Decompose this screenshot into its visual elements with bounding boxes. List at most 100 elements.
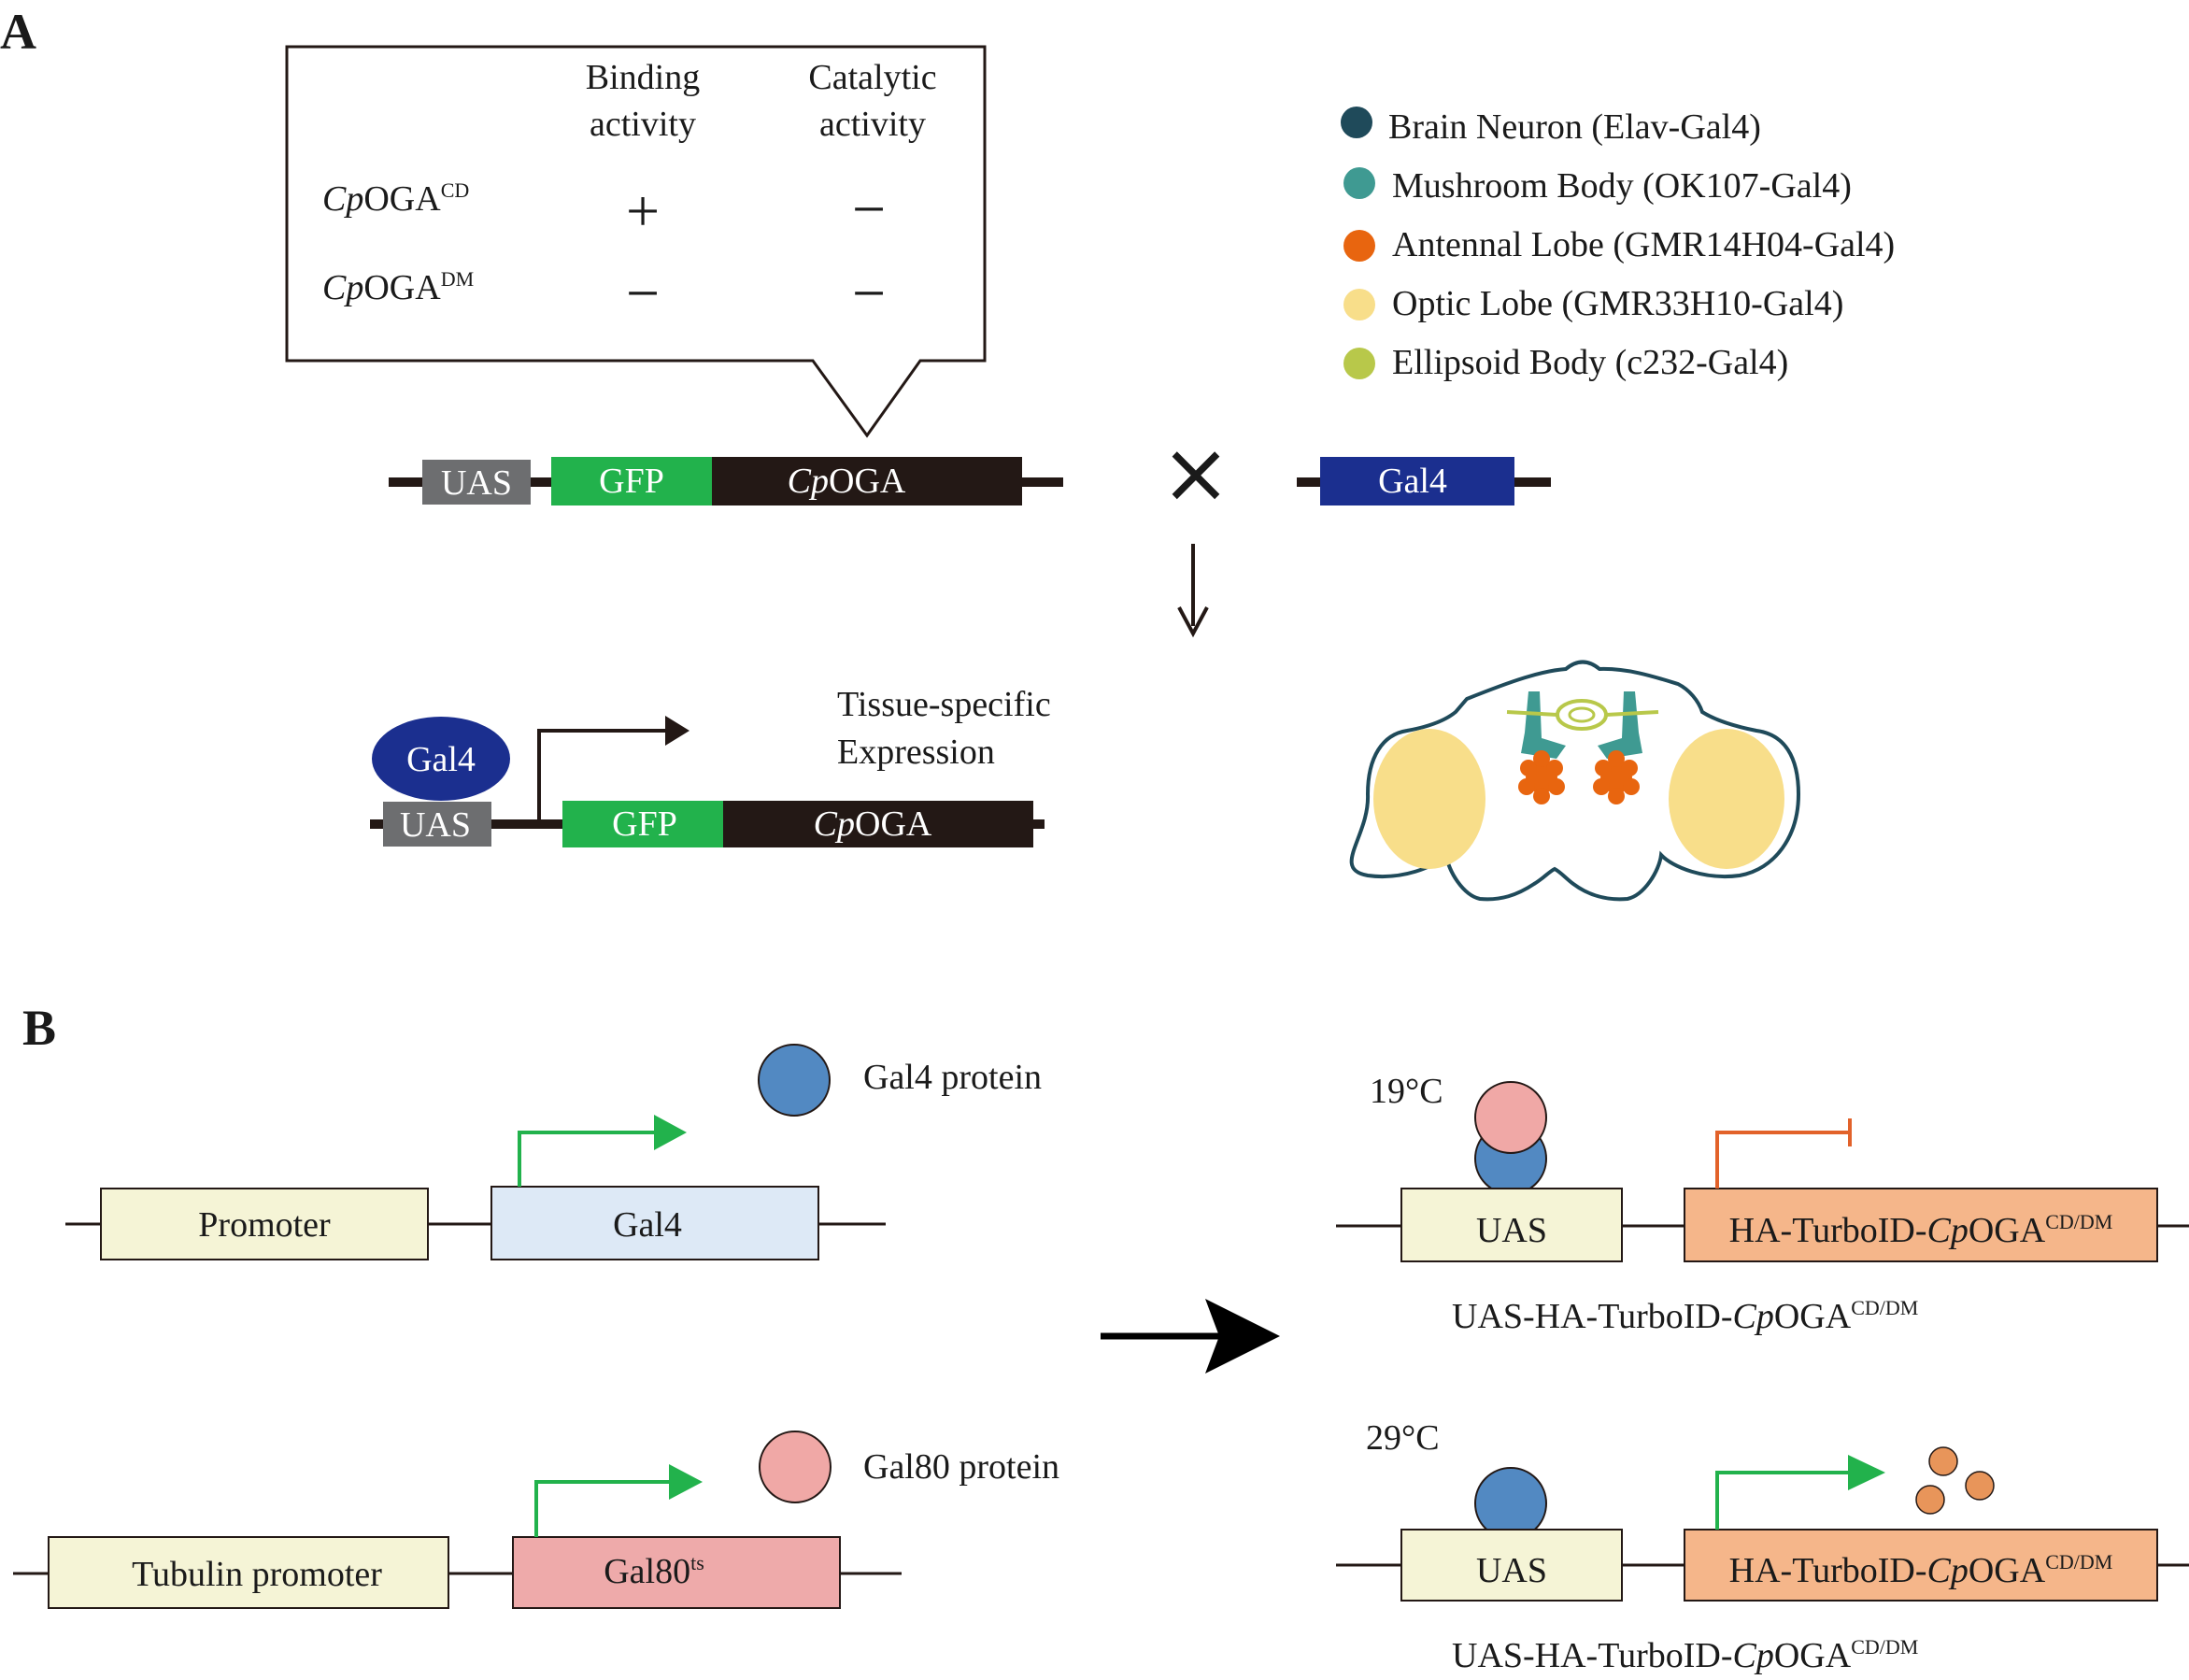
temp-low-label: 19°C [1370, 1072, 1443, 1111]
big-arrow-head [1205, 1299, 1280, 1374]
legend-label-brain-neuron: Brain Neuron (Elav-Gal4) [1388, 107, 1761, 147]
table-header-binding-1: Binding [586, 58, 700, 97]
gal4-tss-arrow-head [654, 1115, 687, 1150]
gal4-driver-construct: Gal4 [1297, 457, 1551, 505]
tss-arrow [537, 729, 673, 824]
expr-gfp-label: GFP [612, 804, 677, 844]
cpoga-box [712, 457, 1022, 505]
tubulin-gal80-construct: Tubulin promoter Gal80ts [13, 1464, 902, 1609]
tss-arrow-head [665, 716, 689, 746]
promoter-label: Promoter [198, 1205, 331, 1245]
gal4-gene-box [490, 1186, 819, 1260]
expr-cpoga-box [723, 801, 1033, 847]
gal80-tss-arrow-head [669, 1464, 703, 1500]
promoter-gal4-construct: Promoter Gal4 [65, 1115, 886, 1260]
mushroom-body-left [1521, 691, 1566, 759]
optic-lobe-right [1669, 729, 1784, 869]
fly-brain-illustration [1349, 660, 1801, 902]
expr-uas-box [383, 802, 491, 847]
gfp-box [551, 457, 712, 505]
high-ha-box [1684, 1529, 2158, 1602]
gal4-protein-ellipse [372, 717, 510, 801]
legend-label-optic-lobe: Optic Lobe (GMR33H10-Gal4) [1392, 284, 1843, 323]
legend-dot-optic-lobe [1343, 289, 1375, 320]
high-active-arrow-head [1848, 1455, 1885, 1490]
high-temp-construct: UAS HA-TurboID-CpOGACD/DM [1336, 1446, 2189, 1602]
low-uas-label: UAS [1476, 1211, 1547, 1250]
gfp-label: GFP [599, 462, 664, 501]
legend-label-antennal-lobe: Antennal Lobe (GMR14H04-Gal4) [1392, 225, 1895, 264]
low-gal80-circle [1474, 1081, 1547, 1154]
low-uas-box [1400, 1188, 1623, 1262]
table-header-catalytic-1: Catalytic [808, 58, 936, 97]
uas-gfp-cpoga-construct: UAS GFP CpOGA [389, 457, 1063, 505]
legend-label-mushroom-body: Mushroom Body (OK107-Gal4) [1392, 166, 1852, 206]
tubulin-promoter-label: Tubulin promoter [132, 1555, 382, 1594]
gal4-protein-text: Gal4 protein [863, 1058, 1042, 1097]
ellipsoid-body-arms [1506, 710, 1659, 717]
antennal-lobe-left [1518, 750, 1565, 804]
high-gal4-circle [1474, 1467, 1547, 1540]
row2-label: CpOGADM [322, 267, 474, 307]
high-uas-label: UAS [1476, 1551, 1547, 1590]
high-uas-box [1400, 1529, 1623, 1602]
expr-gfp-box [562, 801, 723, 847]
uas-label: UAS [441, 463, 512, 503]
row2-binding: − [626, 260, 660, 326]
row1-catalytic: − [852, 176, 886, 242]
low-temp-construct: UAS HA-TurboID-CpOGACD/DM [1336, 1081, 2189, 1262]
high-ha-label: HA-TurboID-CpOGACD/DM [1729, 1550, 2113, 1590]
gal80-protein-text: Gal80 protein [863, 1447, 1059, 1487]
tubulin-promoter-box [48, 1536, 449, 1609]
gal80-tss-arrow [534, 1480, 673, 1537]
expression-construct: Gal4 UAS GFP CpOGA [370, 716, 1045, 847]
row1-label: CpOGACD [322, 178, 469, 219]
ellipsoid-body-inner [1568, 706, 1596, 723]
cpoga-label: CpOGA [788, 462, 906, 501]
gal4-label: Gal4 [1378, 462, 1447, 501]
legend-dot-brain-neuron [1341, 107, 1372, 138]
low-construct-name: UAS-HA-TurboID-CpOGACD/DM [1452, 1296, 1918, 1336]
gal80-gene-label: Gal80ts [604, 1551, 704, 1591]
tissue-specific-line1: Tissue-specific [837, 685, 1051, 724]
low-ha-label: HA-TurboID-CpOGACD/DM [1729, 1210, 2113, 1250]
row2-catalytic: − [852, 260, 886, 326]
low-repressed-arrow [1715, 1118, 1852, 1189]
mushroom-body-right [1598, 691, 1642, 759]
panel-a-letter: A [0, 4, 36, 60]
expr-uas-label: UAS [400, 805, 471, 845]
gal80-protein-circle [759, 1431, 832, 1503]
antennal-lobe-right [1593, 750, 1640, 804]
callout-box [285, 45, 987, 438]
down-arrow-head [1177, 606, 1209, 638]
temp-high-label: 29°C [1366, 1418, 1440, 1458]
product-dot-1 [1928, 1446, 1958, 1476]
row1-binding: + [626, 178, 660, 244]
cross-symbol: × [1160, 424, 1230, 522]
uas-box [422, 460, 531, 505]
legend: Brain Neuron (Elav-Gal4) Mushroom Body (… [1341, 107, 1895, 382]
high-construct-name: UAS-HA-TurboID-CpOGACD/DM [1452, 1635, 1918, 1675]
panel-b-letter: B [22, 1000, 56, 1056]
gal80-gene-box [512, 1536, 841, 1609]
product-dot-3 [1915, 1485, 1945, 1515]
gal4-tss-arrow [518, 1131, 658, 1187]
table-header-catalytic-2: activity [819, 105, 926, 144]
gal4-protein-circle [758, 1044, 831, 1117]
optic-lobe-left [1373, 729, 1485, 869]
table-header-binding-2: activity [590, 105, 696, 144]
product-dot-2 [1965, 1471, 1995, 1501]
gal4-protein-label: Gal4 [406, 740, 476, 779]
legend-dot-ellipsoid-body [1343, 348, 1375, 379]
tissue-specific-line2: Expression [837, 733, 995, 772]
high-active-arrow [1715, 1471, 1850, 1530]
legend-label-ellipsoid-body: Ellipsoid Body (c232-Gal4) [1392, 343, 1788, 382]
gal4-box [1320, 457, 1514, 505]
promoter-box [100, 1188, 429, 1260]
legend-dot-mushroom-body [1343, 167, 1375, 199]
expr-cpoga-label: CpOGA [814, 804, 932, 844]
gal4-gene-label: Gal4 [613, 1205, 682, 1245]
legend-dot-antennal-lobe [1343, 230, 1375, 262]
low-ha-box [1684, 1188, 2158, 1262]
